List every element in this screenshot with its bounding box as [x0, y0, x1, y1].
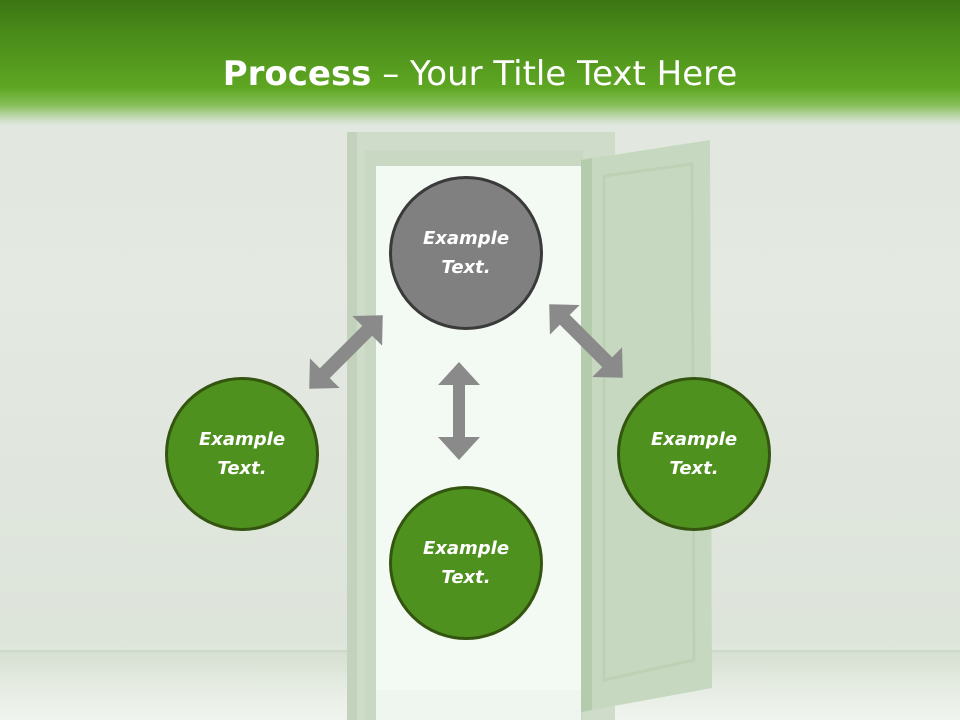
node-right[interactable]: Example Text.	[617, 377, 771, 531]
double-arrow-right	[549, 304, 623, 378]
node-top[interactable]: Example Text.	[389, 176, 543, 330]
node-left[interactable]: Example Text.	[165, 377, 319, 531]
title-bold: Process	[222, 54, 372, 94]
door-reflection	[376, 690, 581, 720]
node-right-label: Example Text.	[650, 429, 738, 479]
node-left-label: Example Text.	[198, 429, 286, 479]
double-arrow-left	[309, 315, 383, 389]
node-bottom[interactable]: Example Text.	[389, 486, 543, 640]
door-frame-left-edge	[347, 132, 357, 720]
title-bar	[0, 0, 960, 125]
page-title: Process – Your Title Text Here	[0, 52, 960, 96]
node-top-label: Example Text.	[422, 228, 510, 278]
node-bottom-label: Example Text.	[422, 538, 510, 588]
double-arrow-vertical	[438, 362, 480, 460]
title-rest: – Your Title Text Here	[371, 54, 738, 94]
door-leaf-panel	[602, 162, 696, 682]
door-leaf-edge	[581, 158, 592, 712]
